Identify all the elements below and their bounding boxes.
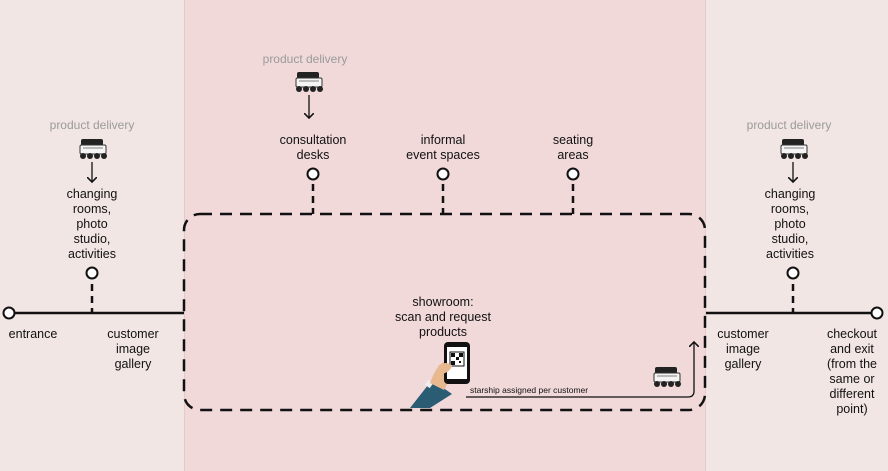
pin-consultation <box>306 167 320 181</box>
showroom-boundary <box>182 212 707 412</box>
delivery-label-right: product delivery <box>746 118 832 132</box>
gallery-label-right: customer image gallery <box>717 327 769 371</box>
starship-robot-icon <box>653 366 682 388</box>
starship-route <box>466 342 694 398</box>
seating-label: seating areas <box>552 133 594 162</box>
gallery-label-left: customer image gallery <box>107 327 159 371</box>
delivery-label-mid: product delivery <box>262 52 348 66</box>
changing-rooms-label-right: changing rooms, photo studio, activities <box>764 187 816 261</box>
exit-node <box>870 306 884 320</box>
changing-rooms-label-left: changing rooms, photo studio, activities <box>66 187 118 261</box>
informal-label: informal event spaces <box>406 133 480 162</box>
delivery-label-left: product delivery <box>49 118 135 132</box>
pin-changing-right <box>786 266 800 280</box>
showroom-label: showroom: scan and request products <box>395 295 491 339</box>
consultation-label: consultation desks <box>279 133 347 162</box>
delivery-robot-icon <box>780 138 809 160</box>
checkout-label: checkout and exit (from the same or diff… <box>826 327 878 416</box>
starship-label: starship assigned per customer <box>470 385 589 395</box>
entrance-node <box>2 306 16 320</box>
delivery-robot-icon <box>79 138 108 160</box>
phone-hand-icon <box>410 342 470 408</box>
zone-exit <box>706 0 888 471</box>
pin-changing-left <box>85 266 99 280</box>
entrance-label: entrance <box>8 327 58 341</box>
pin-seating <box>566 167 580 181</box>
delivery-robot-icon <box>295 71 324 93</box>
pin-informal <box>436 167 450 181</box>
zone-entrance <box>0 0 184 471</box>
